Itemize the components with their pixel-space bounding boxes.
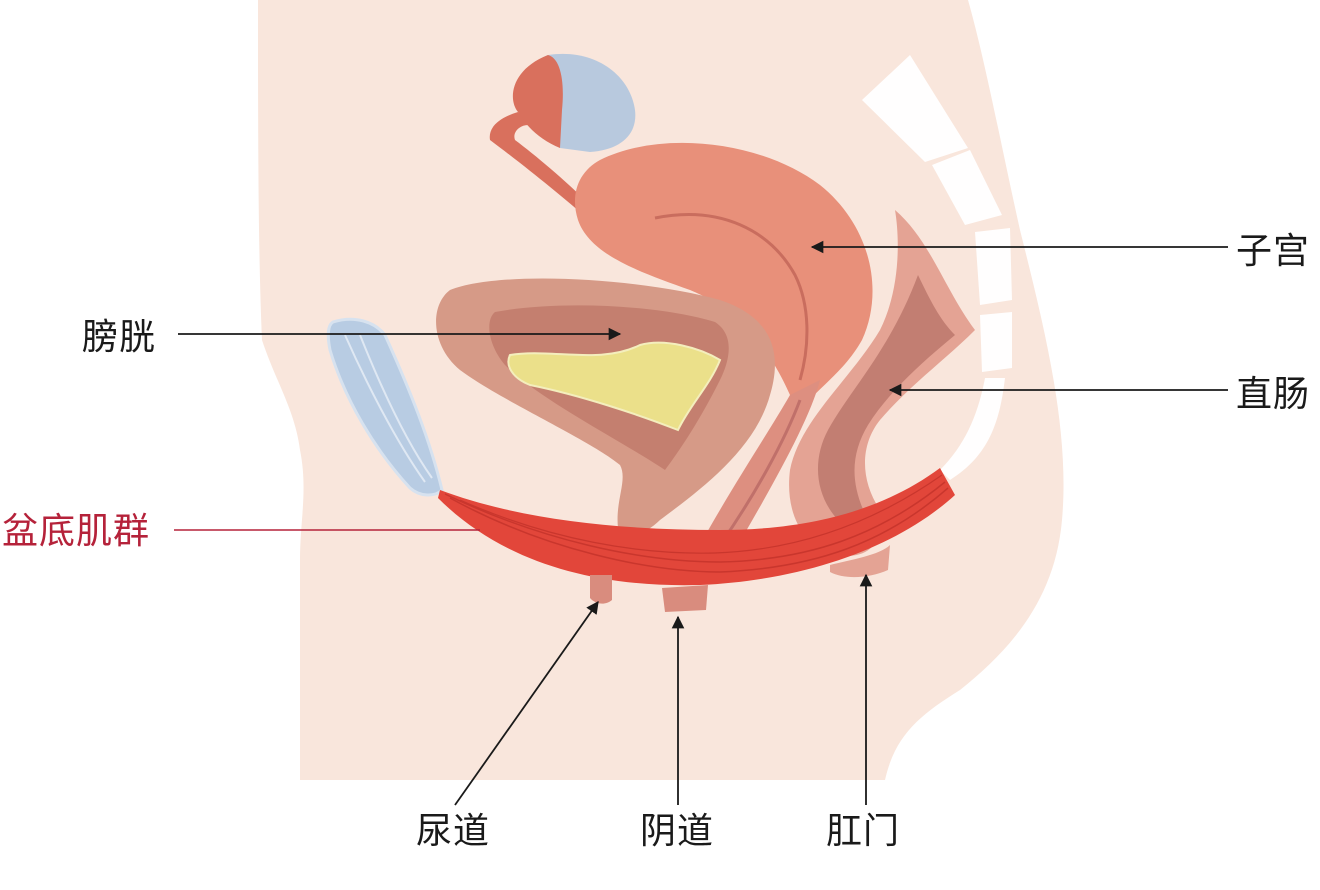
urethra-label: 尿道 xyxy=(416,811,491,852)
pelvic-floor-label: 盆底肌群 xyxy=(2,511,151,552)
rectum-label: 直肠 xyxy=(1236,374,1311,415)
uterus xyxy=(574,142,873,550)
ovary xyxy=(489,53,636,212)
uterus-label: 子宫 xyxy=(1236,231,1311,272)
bladder-label: 膀胱 xyxy=(82,317,157,358)
orifices xyxy=(590,545,890,612)
pubic-bone xyxy=(326,317,444,497)
vagina-label: 阴道 xyxy=(640,811,715,852)
bladder xyxy=(436,278,775,535)
leader-lines xyxy=(174,240,1228,806)
pelvic-floor-muscle xyxy=(438,468,955,586)
rectum xyxy=(789,210,975,556)
urethra-leader xyxy=(454,600,599,806)
anus-label: 肛门 xyxy=(826,811,901,852)
